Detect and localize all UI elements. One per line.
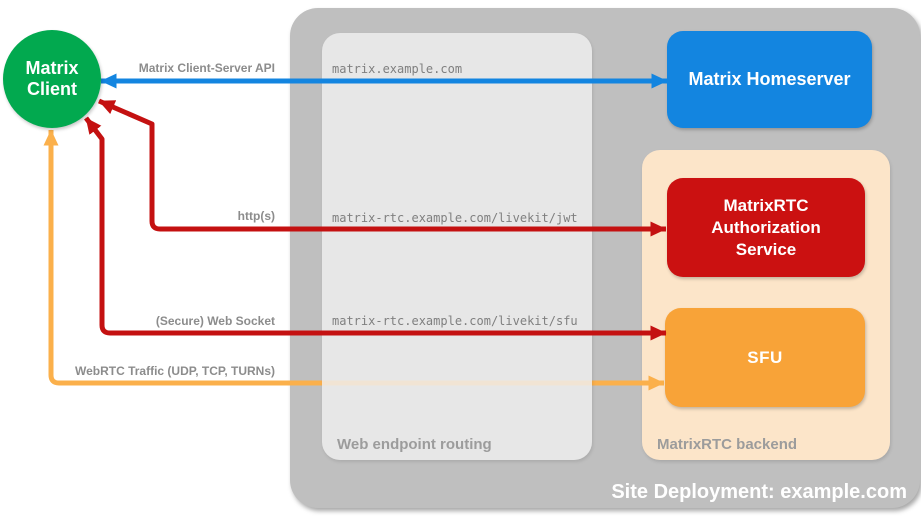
webrtc-traffic-label: WebRTC Traffic (UDP, TCP, TURNs) — [74, 364, 275, 378]
matrix-homeserver-label: Matrix Homeserver — [688, 69, 851, 89]
route-livekit-jwt: matrix-rtc.example.com/livekit/jwt — [332, 211, 578, 225]
web-endpoint-routing-container — [322, 33, 592, 460]
route-livekit-sfu: matrix-rtc.example.com/livekit/sfu — [332, 314, 578, 328]
route-matrix-example-com: matrix.example.com — [332, 62, 463, 76]
site-deployment-label: Site Deployment: example.com — [611, 481, 907, 503]
client-server-api-label: Matrix Client-Server API — [138, 61, 275, 75]
matrixrtc-authorization-service-node: MatrixRTC Authorization Service — [667, 178, 865, 277]
web-endpoint-routing-label: Web endpoint routing — [337, 436, 492, 453]
matrixrtc-backend-label: MatrixRTC backend — [657, 436, 798, 453]
matrix-client-node: Matrix Client — [3, 30, 101, 128]
authorization-service-label: MatrixRTC Authorization Service — [711, 195, 821, 259]
sfu-label: SFU — [747, 347, 783, 367]
matrix-client-label: Matrix Client — [25, 58, 79, 99]
websocket-label: (Secure) Web Socket — [155, 314, 275, 328]
matrix-homeserver-node: Matrix Homeserver — [667, 31, 872, 128]
sfu-node: SFU — [665, 308, 865, 407]
https-label: http(s) — [237, 209, 275, 223]
